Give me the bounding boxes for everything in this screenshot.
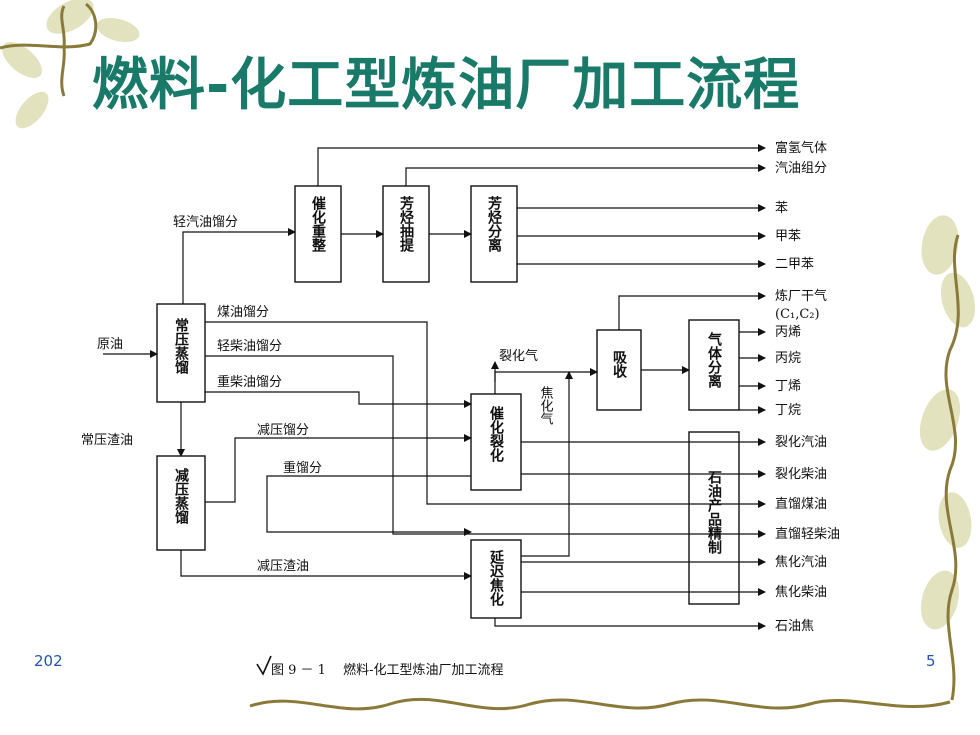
leaf-decor bbox=[96, 17, 140, 43]
leaf-decor bbox=[2, 42, 42, 78]
vine-top bbox=[0, 2, 98, 50]
product-label: 苯 bbox=[775, 201, 788, 216]
product-label: 富氢气体 bbox=[775, 140, 827, 156]
product-label: (C₁,C₂) bbox=[775, 307, 820, 322]
label-atm-residue: 常压渣油 bbox=[81, 433, 133, 448]
label-delayed-coker: 延迟焦化 bbox=[488, 549, 505, 607]
line-light-gasoline bbox=[182, 228, 296, 304]
product-label: 丙烯 bbox=[775, 325, 801, 340]
product-label: 裂化柴油 bbox=[775, 467, 827, 482]
label-crude: 原油 bbox=[97, 337, 123, 352]
product-label: 焦化柴油 bbox=[775, 585, 827, 600]
line-dry-gas bbox=[618, 292, 766, 330]
vine-top-curl bbox=[60, 5, 66, 97]
line-gasoline-comp bbox=[405, 164, 766, 186]
label-aromatic-separation: 芳烃分离 bbox=[486, 195, 502, 253]
label-atm-distillation: 常压蒸馏 bbox=[173, 317, 190, 375]
leaf-decor bbox=[920, 570, 960, 630]
label-vac-distillate: 减压馏分 bbox=[257, 423, 309, 438]
line-rich-h2 bbox=[317, 144, 766, 186]
label-aromatic-extraction: 芳烃抽提 bbox=[398, 195, 414, 253]
product-label: 石油焦 bbox=[775, 619, 814, 634]
line-kerosene bbox=[205, 321, 766, 508]
product-label: 丁烷 bbox=[775, 403, 801, 418]
box-product-refining bbox=[688, 431, 740, 605]
product-label: 直馏煤油 bbox=[775, 497, 827, 512]
label-heavy-distillate: 重馏分 bbox=[283, 460, 322, 476]
flow-svg: 常压蒸馏 减压蒸馏 催化重整 芳烃抽提 芳烃分离 催化裂化 延迟焦化 吸收 气体… bbox=[81, 140, 840, 678]
line-coker-gas bbox=[521, 371, 573, 557]
product-label: 丙烷 bbox=[775, 351, 801, 366]
label-fcc: 催化裂化 bbox=[488, 405, 505, 463]
vine-bottom bbox=[249, 697, 951, 711]
label-light-diesel: 轻柴油馏分 bbox=[217, 339, 282, 354]
leaf-decor bbox=[919, 389, 961, 451]
line-light-diesel bbox=[205, 355, 766, 538]
product-label: 焦化汽油 bbox=[775, 555, 827, 570]
product-label: 汽油组分 bbox=[775, 161, 827, 176]
product-label: 直馏轻柴油 bbox=[775, 527, 840, 542]
label-coker-gas: 焦化气 bbox=[538, 386, 554, 425]
label-reforming: 催化重整 bbox=[310, 195, 327, 253]
label-cracked-gas: 裂化气 bbox=[499, 348, 538, 364]
leaf-decor bbox=[938, 492, 972, 548]
process-flow-diagram: 常压蒸馏 减压蒸馏 催化重整 芳烃抽提 芳烃分离 催化裂化 延迟焦化 吸收 气体… bbox=[75, 136, 915, 688]
box-gas-separation bbox=[688, 319, 740, 411]
product-label: 丁烯 bbox=[775, 379, 801, 394]
label-heavy-diesel: 重柴油馏分 bbox=[217, 374, 282, 390]
vine-right bbox=[944, 234, 960, 701]
product-label: 二甲苯 bbox=[775, 257, 814, 272]
label-vac-distillation: 减压蒸馏 bbox=[173, 467, 190, 525]
line-vac-distillate bbox=[205, 434, 472, 503]
label-vac-residue: 减压渣油 bbox=[257, 559, 309, 574]
label-kerosene: 煤油馏分 bbox=[217, 305, 269, 320]
figure-caption: 图 9 － 1 燃料-化工型炼油厂加工流程 bbox=[271, 662, 503, 678]
line-heavy-distillate bbox=[266, 475, 472, 536]
product-label: 裂化汽油 bbox=[775, 435, 827, 450]
footer-page-number: 5 bbox=[926, 652, 936, 670]
product-label: 甲苯 bbox=[775, 229, 801, 244]
line-heavy-diesel bbox=[205, 391, 472, 408]
product-label: 炼厂干气 bbox=[775, 288, 827, 304]
caption-tick-mark bbox=[256, 655, 272, 676]
label-gas-separation: 气体分离 bbox=[706, 331, 723, 389]
label-absorption: 吸收 bbox=[611, 350, 627, 379]
line-petroleum-coke bbox=[494, 618, 766, 630]
label-light-gasoline: 轻汽油馏分 bbox=[173, 215, 238, 230]
leaf-decor bbox=[15, 91, 49, 129]
slide-title: 燃料-化工型炼油厂加工流程 bbox=[92, 53, 801, 118]
label-product-refining: 石油产品精制 bbox=[706, 470, 723, 555]
footer-date: 202 bbox=[34, 652, 63, 670]
line-vac-residue bbox=[180, 550, 472, 580]
leaf-decor bbox=[46, 0, 94, 34]
leaf-decor bbox=[921, 215, 959, 275]
